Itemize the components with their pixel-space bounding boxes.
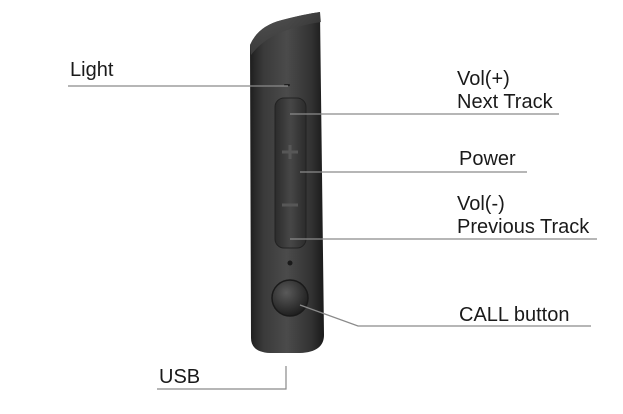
label-power: Power — [459, 148, 516, 170]
call-button-shape — [271, 279, 309, 317]
label-light: Light — [70, 59, 114, 81]
label-next-track: Next Track — [457, 91, 553, 113]
leader-lines — [68, 85, 597, 390]
label-usb: USB — [159, 366, 201, 388]
vol-up-symbol — [282, 145, 298, 159]
device-top-bevel — [250, 12, 321, 55]
leader-call — [299, 304, 591, 327]
leader-usb — [157, 366, 287, 390]
label-vol-down: Vol(-) — [457, 193, 505, 215]
rocker-button — [274, 97, 307, 249]
label-vol-up: Vol(+) — [457, 68, 510, 90]
label-previous-track: Previous Track — [457, 216, 590, 238]
mic-dot — [287, 260, 293, 266]
label-call-button: CALL button — [459, 304, 570, 326]
